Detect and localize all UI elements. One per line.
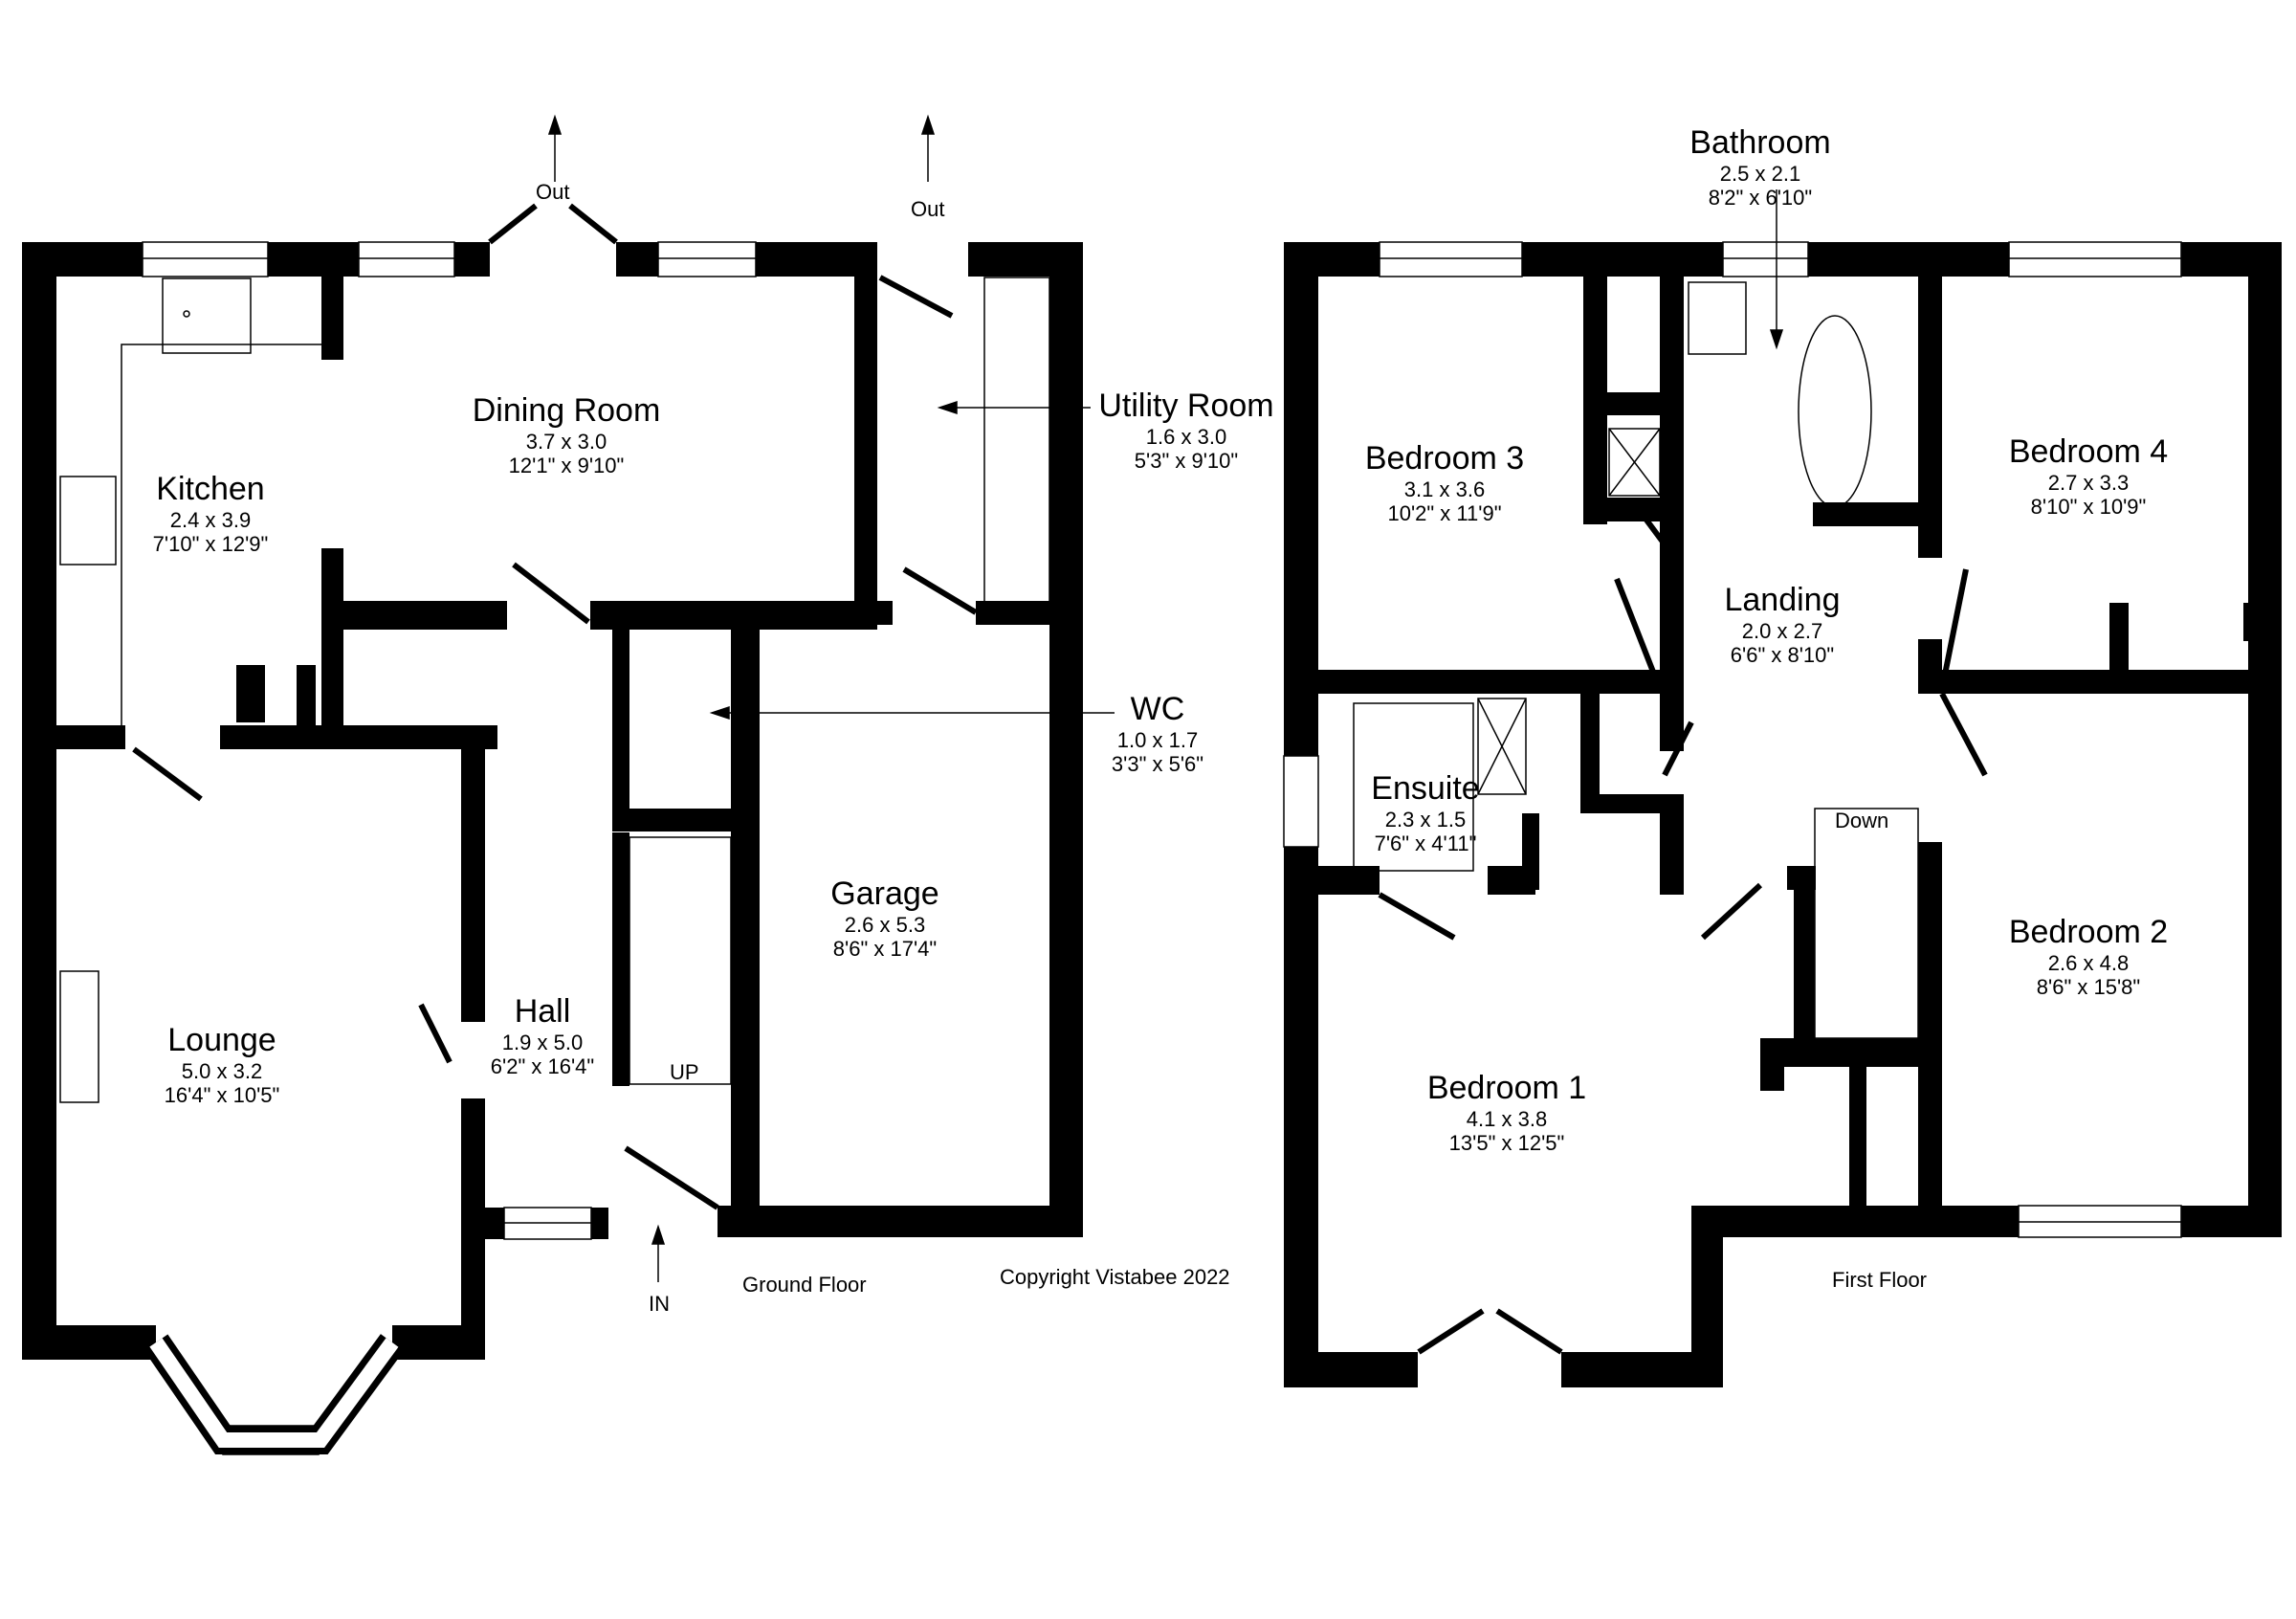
copyright: Copyright Vistabee 2022 — [1000, 1265, 1230, 1289]
stairs-up-label: UP — [670, 1060, 699, 1084]
arrows — [547, 114, 1784, 1282]
doors — [132, 203, 1988, 1355]
walls — [22, 242, 2282, 1387]
in-label: IN — [649, 1292, 670, 1316]
ground-floor-title: Ground Floor — [742, 1273, 867, 1297]
stairs-down-label: Down — [1835, 809, 1889, 832]
fixtures — [59, 277, 1919, 1103]
out-label-dining: Out — [536, 180, 570, 204]
first-floor-title: First Floor — [1832, 1268, 1927, 1292]
out-label-utility: Out — [911, 197, 945, 221]
